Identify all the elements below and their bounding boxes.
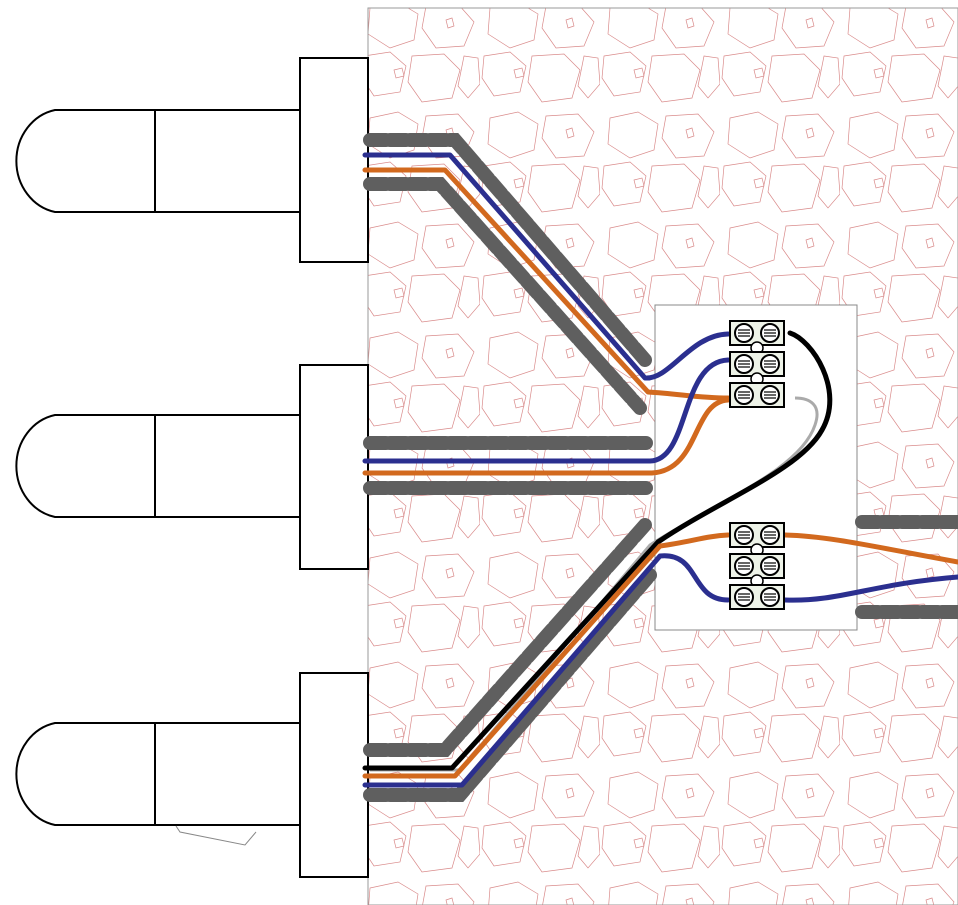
- terminal-blocks: [729, 320, 785, 610]
- wire-blue-bottom: [362, 553, 731, 788]
- upper-terminal-block: [729, 320, 785, 408]
- wire-orange-bottom: [362, 532, 731, 779]
- wire-black-bottom: [362, 330, 833, 771]
- fixture-bottom-bracket: [175, 825, 257, 846]
- fixture-middle: [15, 364, 369, 570]
- conduit-bot-upper: [363, 518, 652, 757]
- fixture-bottom: [15, 672, 369, 878]
- wire-orange-top: [362, 167, 731, 401]
- lower-terminal-block: [729, 522, 785, 610]
- wire-blue-mid: [362, 357, 731, 464]
- conduit-bot-lower: [363, 568, 657, 802]
- wire-blue-top: [362, 152, 731, 381]
- conduits: [363, 133, 958, 802]
- conduit-top-upper: [363, 133, 652, 367]
- wire-blue-out: [782, 574, 958, 603]
- fixture-top: [15, 57, 369, 263]
- wire-orange-out: [782, 532, 958, 565]
- wire-orange-mid: [362, 397, 731, 476]
- conduit-top-lower: [363, 177, 647, 415]
- wires: [362, 152, 958, 788]
